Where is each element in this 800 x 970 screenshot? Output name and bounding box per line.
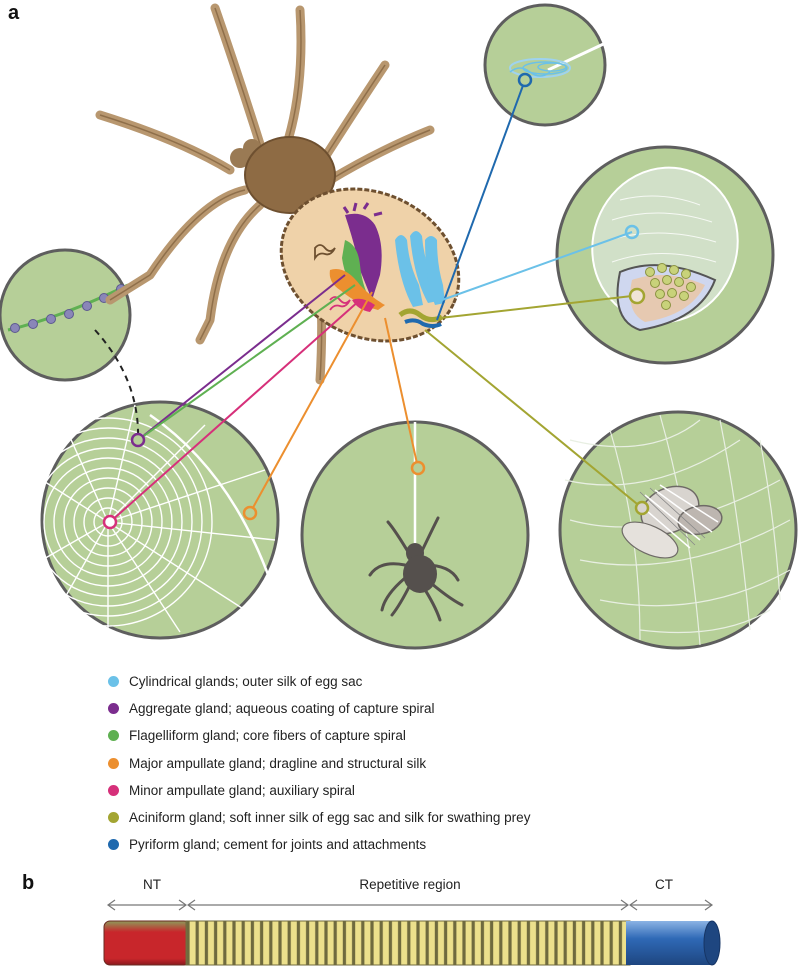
ct-end-cap	[703, 920, 721, 966]
legend-item: Major ampullate gland; dragline and stru…	[108, 750, 708, 777]
legend-text: Pyriform gland; cement for joints and at…	[129, 837, 427, 853]
legend-color-dot	[108, 784, 119, 796]
legend-item: Aciniform gland; soft inner silk of egg …	[108, 804, 708, 831]
connector-dashed-droplets	[94, 329, 140, 441]
orb-web-illustration	[3, 404, 276, 638]
legend-item: Pyriform gland; cement for joints and at…	[108, 831, 708, 858]
legend-color-dot	[108, 839, 119, 851]
ct-domain	[626, 921, 714, 965]
ring-aciniform-eggsac	[628, 287, 646, 305]
repetitive-region-label: Repetitive region	[359, 877, 461, 892]
ring-cylindrical	[624, 224, 640, 240]
ring-minor-ampullate	[102, 514, 118, 530]
connector-major-ampullate-web	[249, 291, 373, 514]
swathed-prey-illustration	[564, 414, 791, 646]
legend-text: Major ampullate gland; dragline and stru…	[129, 755, 427, 771]
legend-text: Flagelliform gland; core fibers of captu…	[129, 728, 406, 744]
legend-item: Cylindrical glands; outer silk of egg sa…	[108, 668, 708, 695]
legend-item: Aggregate gland; aqueous coating of capt…	[108, 695, 708, 722]
callout-rings	[102, 72, 650, 530]
attachment-disc-illustration	[509, 38, 613, 78]
legend-color-dot	[108, 730, 119, 742]
connector-pyriform	[436, 79, 526, 321]
panel-label-b: b	[22, 872, 35, 894]
connector-lines	[94, 79, 643, 523]
legend-text: Minor ampullate gland; auxiliary spiral	[129, 782, 355, 798]
ring-pyriform	[517, 72, 533, 88]
wrapped-fly	[621, 484, 723, 559]
ring-major-ampullate-dragline	[410, 460, 426, 476]
bubble-orb-web	[40, 400, 280, 640]
ring-aciniform-prey	[634, 500, 650, 516]
legend-color-dot	[108, 703, 119, 715]
hanging-spider-illustration	[368, 422, 464, 622]
legend-text: Aggregate gland; aqueous coating of capt…	[129, 701, 435, 717]
legend-item: Minor ampullate gland; auxiliary spiral	[108, 777, 708, 804]
ring-major-ampullate-web	[242, 505, 258, 521]
ring-aggregate	[130, 432, 146, 448]
bubble-pyriform-attachment	[483, 3, 607, 127]
repetitive-region	[185, 920, 631, 966]
legend-color-dot	[108, 676, 119, 688]
legend-text: Cylindrical glands; outer silk of egg sa…	[129, 674, 363, 690]
connector-flagelliform	[137, 284, 356, 441]
spider-illustration	[95, 3, 461, 385]
legend-text: Aciniform gland; soft inner silk of egg …	[129, 810, 531, 826]
nt-label: NT	[143, 877, 161, 892]
connector-aggregate	[137, 274, 346, 441]
legend-color-dot	[108, 812, 119, 824]
legend-item: Flagelliform gland; core fibers of captu…	[108, 722, 708, 749]
egg-sac-illustration	[591, 166, 739, 332]
legend-color-dot	[108, 757, 119, 769]
panel-label-a: a	[8, 2, 20, 24]
gland-legend: Cylindrical glands; outer silk of egg sa…	[108, 668, 708, 858]
connector-aciniform-eggsac	[439, 295, 633, 319]
connector-aciniform-prey	[424, 329, 643, 509]
nt-domain	[103, 920, 191, 966]
silk-protein-schematic	[103, 899, 721, 966]
ct-label: CT	[655, 877, 673, 892]
connector-major-ampullate-dragline	[384, 317, 419, 469]
connector-cylindrical	[441, 231, 633, 301]
connector-minor-ampullate	[109, 299, 361, 523]
